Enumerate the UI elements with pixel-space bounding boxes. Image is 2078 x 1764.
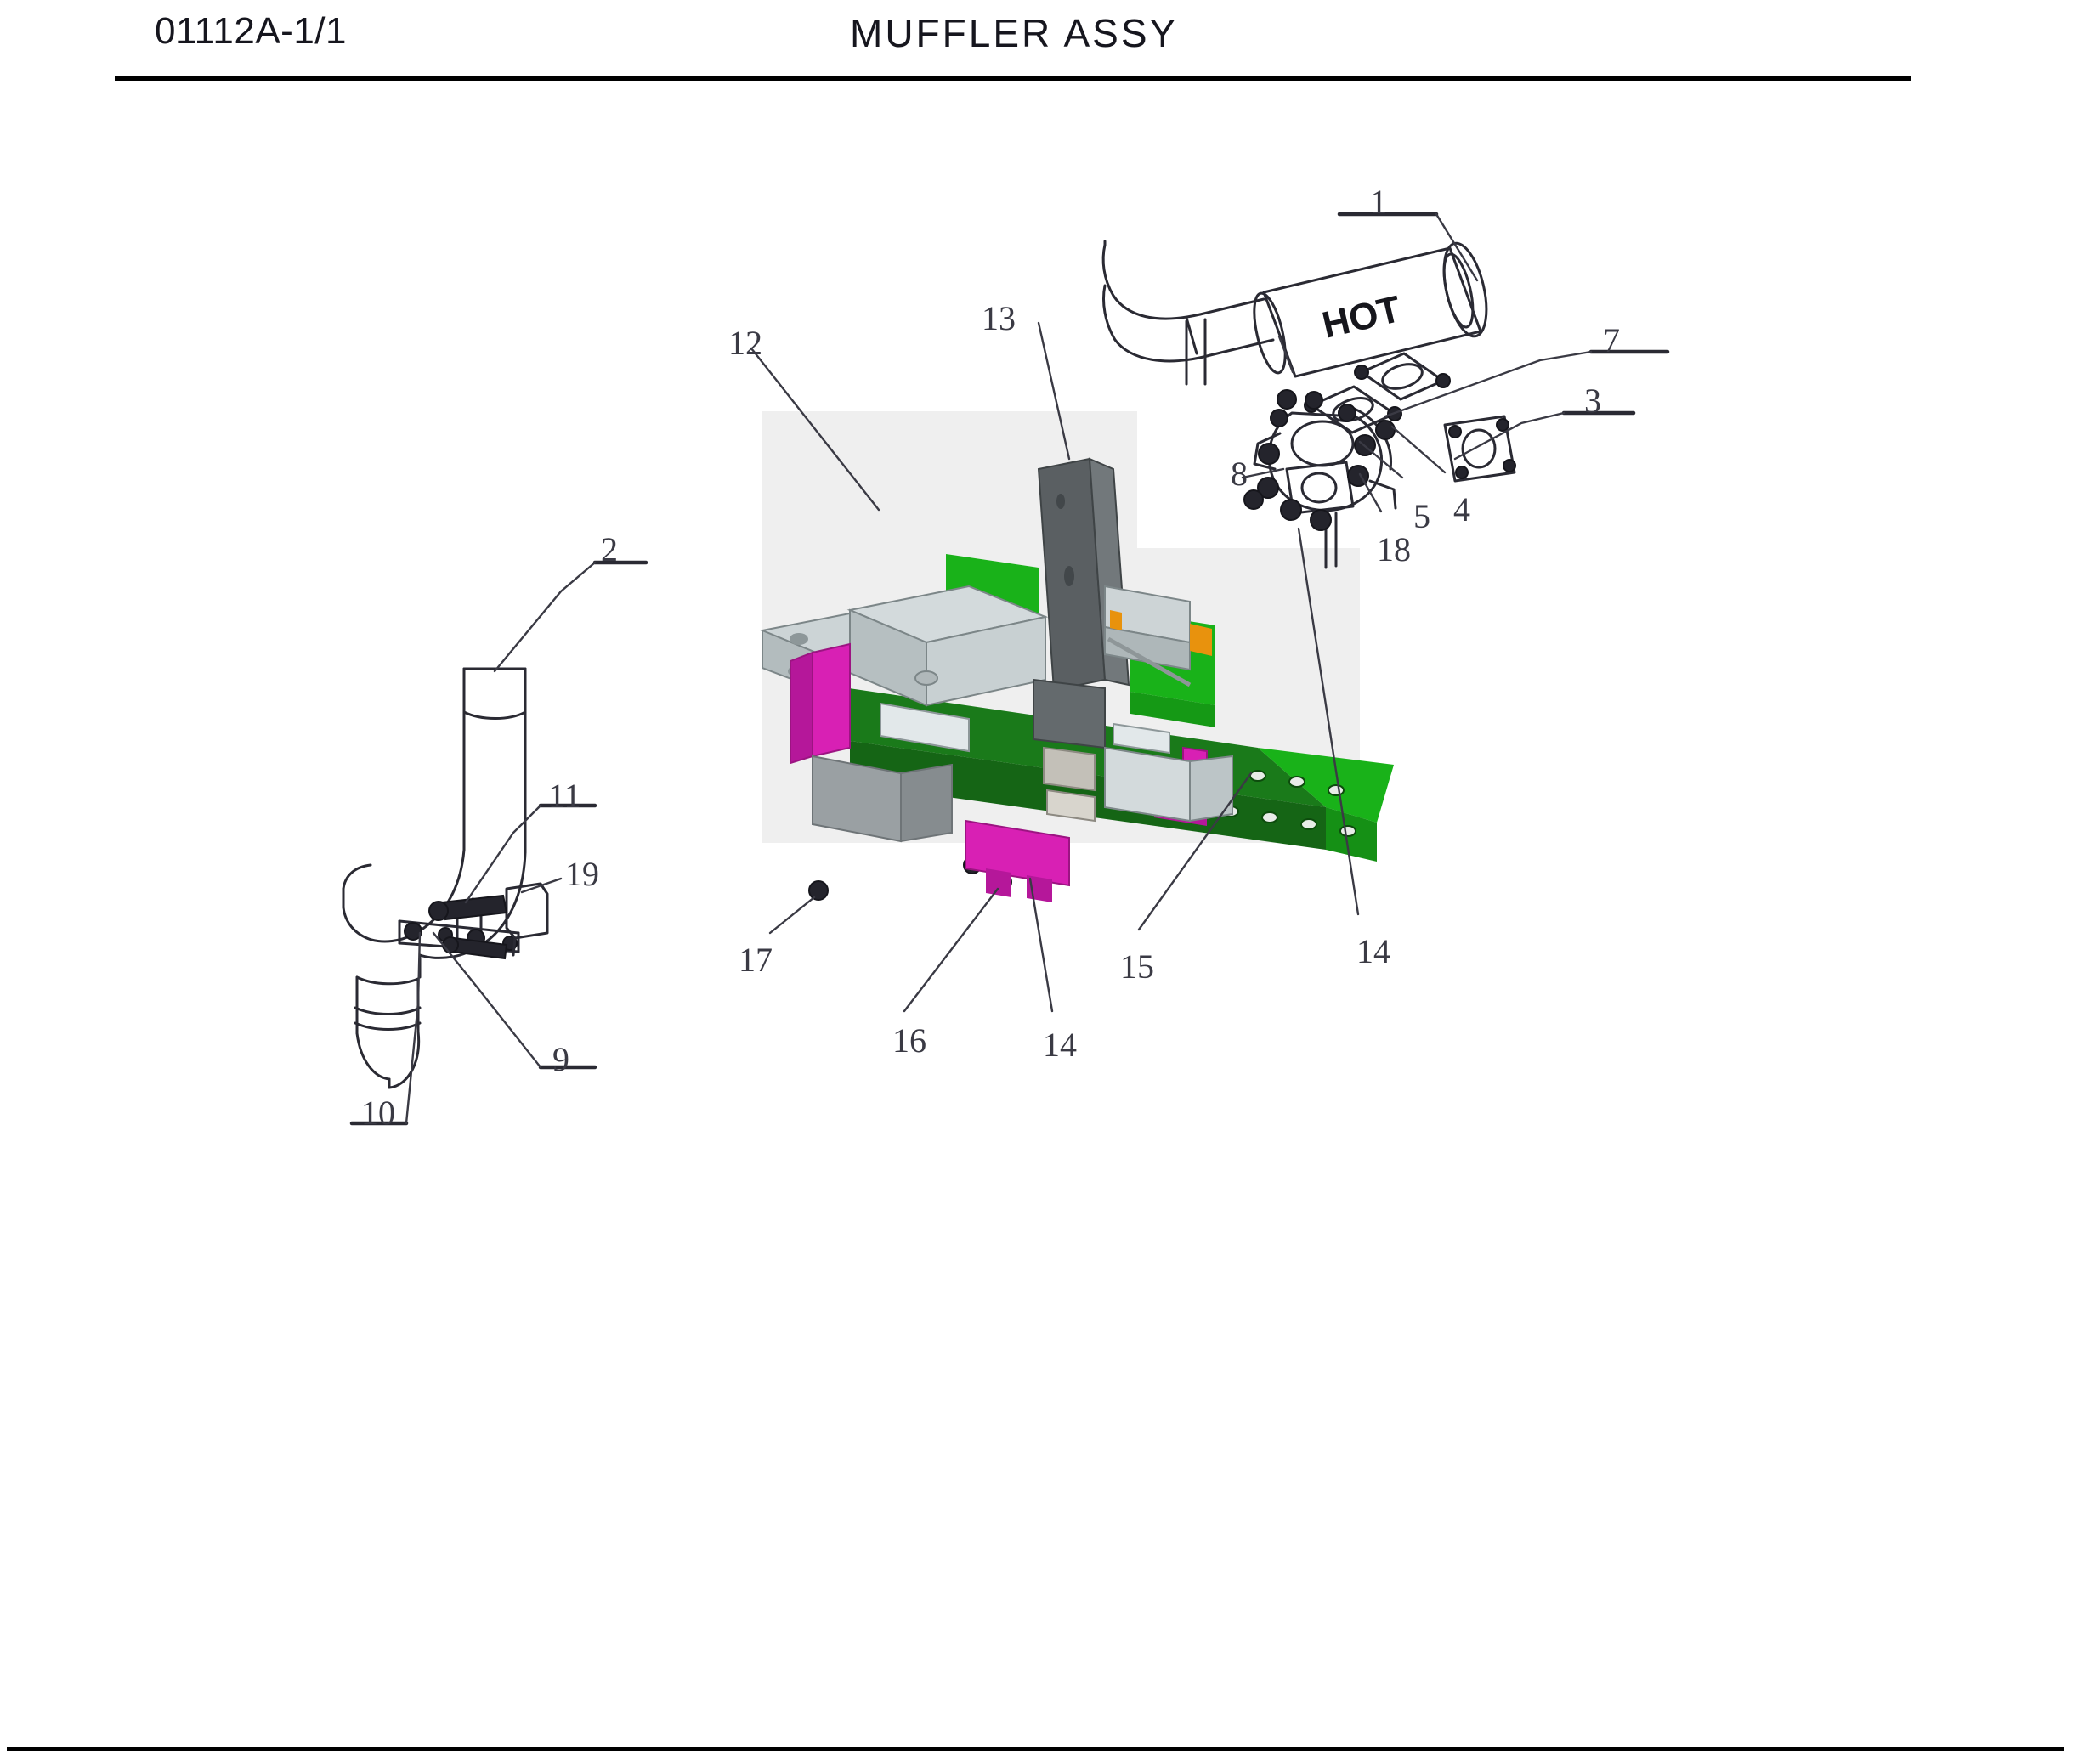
callout-18: 18 — [1377, 530, 1411, 568]
callout-2: 2 — [601, 530, 618, 568]
callout-19: 19 — [565, 855, 599, 893]
part-flange-plate-3 — [1443, 415, 1516, 483]
callout-3: 3 — [1584, 382, 1601, 420]
callout-16: 16 — [892, 1021, 926, 1060]
part-muffler-inlet-elbow — [1101, 240, 1275, 386]
callout-14b: 14 — [1043, 1026, 1077, 1064]
callout-10: 10 — [361, 1094, 395, 1132]
page-header: 01112A-1/1 MUFFLER ASSY — [0, 0, 2078, 85]
callout-7: 7 — [1603, 321, 1620, 359]
fastener-17 — [808, 880, 829, 901]
callout-8: 8 — [1231, 455, 1248, 493]
leader-lines — [349, 212, 1670, 1126]
footer-divider — [7, 1747, 2064, 1751]
callout-4: 4 — [1453, 490, 1470, 529]
header-divider — [115, 76, 1911, 81]
part-manifold-flange-assembly — [1243, 389, 1397, 569]
callout-5: 5 — [1413, 497, 1430, 535]
callout-13: 13 — [982, 299, 1016, 337]
callout-15: 15 — [1120, 947, 1154, 986]
part-muffler-canister: HOT — [1253, 241, 1488, 378]
page-code: 01112A-1/1 — [155, 10, 347, 52]
callout-9: 9 — [552, 1040, 569, 1078]
part-muffler-mount-flange — [1354, 352, 1451, 401]
callout-17: 17 — [739, 941, 773, 979]
page-title: MUFFLER ASSY — [850, 11, 1179, 55]
callout-11: 11 — [548, 777, 581, 815]
callout-1: 1 — [1370, 183, 1387, 221]
part-exhaust-tailpipe — [342, 667, 527, 1089]
muffler-hot-marking: HOT — [1318, 288, 1405, 347]
part-mount-bracket-19 — [428, 882, 549, 960]
callout-12: 12 — [728, 324, 762, 362]
callout-14a: 14 — [1356, 932, 1390, 970]
cad-frame-assembly — [759, 457, 1394, 902]
